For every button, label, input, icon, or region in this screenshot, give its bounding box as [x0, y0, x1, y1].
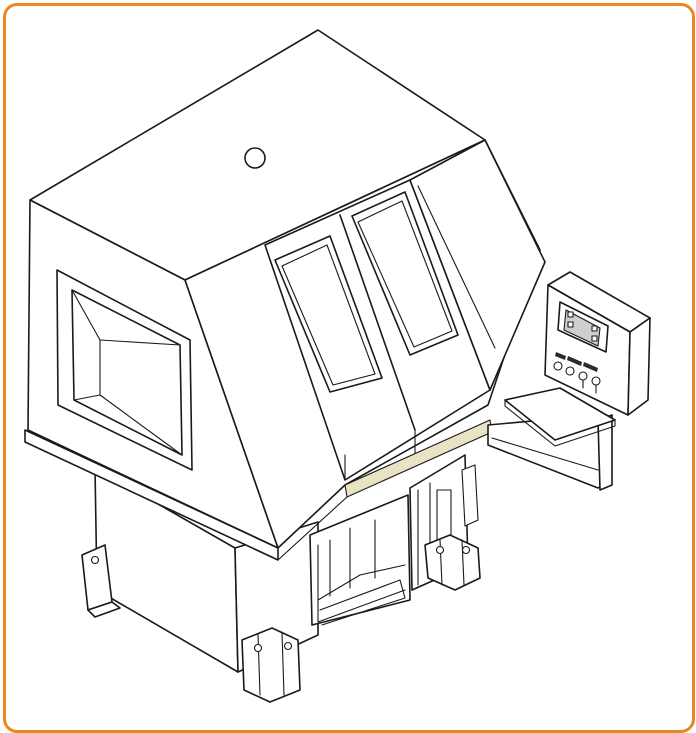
foot-left-front — [81, 544, 121, 618]
console-buttons — [553, 352, 601, 394]
machine-base — [81, 454, 481, 703]
foot-center-front — [241, 627, 301, 703]
control-console — [487, 271, 651, 491]
foot-right — [424, 534, 481, 591]
roof-port — [244, 147, 266, 169]
machine-enclosure — [24, 29, 546, 561]
